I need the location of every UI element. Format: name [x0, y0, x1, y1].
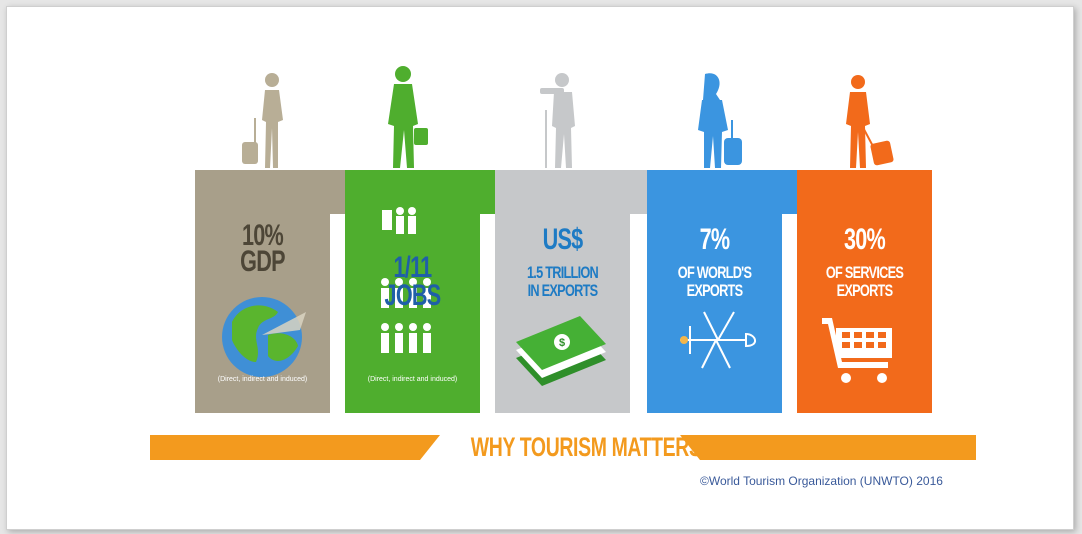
- plane-trail-dot: [680, 336, 688, 344]
- airplane-icon: [680, 311, 756, 369]
- exports-headline: US$: [542, 223, 584, 256]
- panel-world-exports-background: [647, 170, 782, 413]
- man-with-briefcase-silhouette: [388, 66, 428, 168]
- panel-services-background: [797, 170, 932, 413]
- world-exports-subline: OF WORLD'S: [677, 263, 752, 282]
- banner-left-bar: [150, 435, 440, 460]
- banner-title: WHY TOURISM MATTERS: [470, 432, 702, 462]
- panel-services: 30% OF SERVICES EXPORTS: [797, 170, 932, 413]
- panel-gdp: 10% GDP (Direct, indirect and induced): [195, 170, 330, 413]
- jobs-note: (Direct, indirect and induced): [367, 376, 458, 383]
- panel-world-exports: 7% OF WORLD'S EXPORTS: [647, 170, 782, 413]
- copyright-credit: ©World Tourism Organization (UNWTO) 2016: [700, 474, 943, 488]
- panel-jobs: 1/11 JOBS (Direct, indirect and induced): [345, 170, 480, 413]
- woman-traveler-silhouette: [698, 73, 742, 168]
- svg-text:$: $: [559, 337, 565, 349]
- gdp-note: (Direct, indirect and induced): [217, 376, 308, 383]
- shopping-cart-icon: [822, 318, 892, 383]
- panel-exports: US$ 1.5 TRILLION IN EXPORTS: [495, 170, 630, 413]
- gdp-subline: GDP: [240, 245, 285, 278]
- world-exports-headline: 7%: [699, 223, 730, 256]
- jobs-headline: 1/11 JOBS: [384, 251, 442, 312]
- woman-with-suitcase-silhouette: [242, 73, 283, 168]
- man-with-luggage-silhouette: [846, 75, 894, 168]
- gdp-headline: 10%: [241, 219, 284, 252]
- people-icon: [381, 207, 431, 353]
- services-subline-2: EXPORTS: [836, 281, 893, 300]
- globe-icon: [222, 297, 306, 377]
- exports-subline-2: IN EXPORTS: [527, 281, 598, 300]
- services-headline: 30%: [843, 223, 886, 256]
- money-stack-icon: $: [516, 316, 606, 386]
- exports-subline: 1.5 TRILLION: [526, 263, 599, 282]
- banner-right-bar: [680, 435, 976, 460]
- hiker-with-camera-silhouette: [540, 73, 575, 168]
- services-subline: OF SERVICES: [825, 263, 904, 282]
- world-exports-subline-2: EXPORTS: [686, 281, 743, 300]
